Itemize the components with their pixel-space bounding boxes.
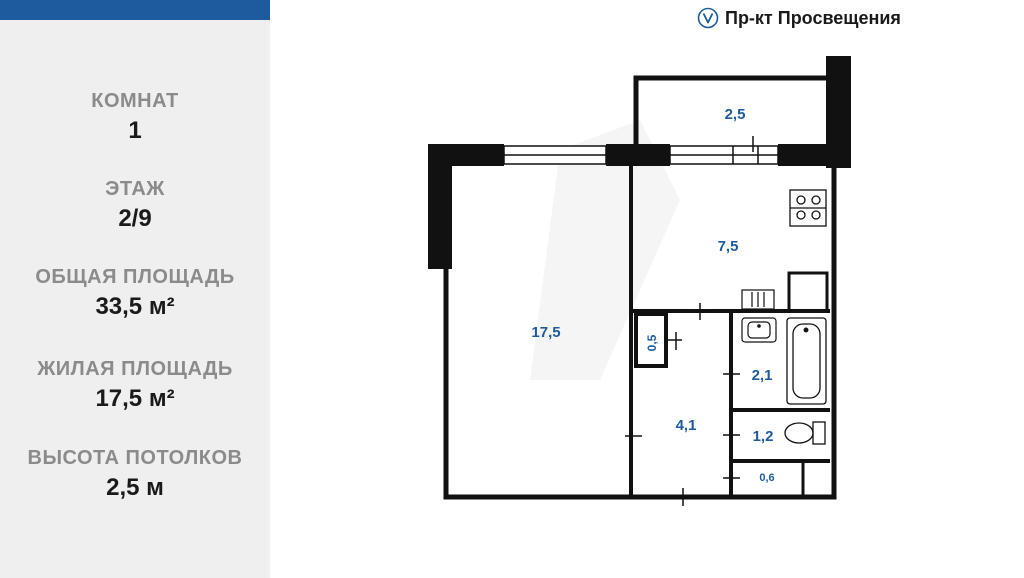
metro-station: Пр-кт Просвещения	[697, 6, 901, 30]
stat-total-area: ОБЩАЯ ПЛОЩАДЬ 33,5 м²	[0, 266, 270, 321]
room-label-bathroom: 2,1	[752, 367, 773, 384]
stat-living-area-value: 17,5 м²	[95, 385, 175, 412]
stat-living-area-label: ЖИЛАЯ ПЛОЩАДЬ	[37, 358, 233, 380]
stat-rooms: КОМНАТ 1	[0, 90, 270, 145]
bathtub-icon	[786, 317, 827, 405]
kitchen-sink-icon	[741, 289, 775, 310]
room-label-living: 17,5	[531, 324, 560, 341]
stat-rooms-label: КОМНАТ	[91, 90, 179, 112]
metro-station-name: Пр-кт Просвещения	[725, 7, 901, 28]
sidebar-accent-bar	[0, 0, 270, 20]
stat-ceiling-height-value: 2,5 м	[106, 474, 164, 501]
stat-living-area: ЖИЛАЯ ПЛОЩАДЬ 17,5 м²	[0, 358, 270, 413]
stat-floor-value: 2/9	[118, 205, 152, 232]
windows	[503, 145, 779, 165]
room-label-kitchen: 7,5	[718, 238, 739, 255]
bathroom-sink-icon	[741, 317, 777, 343]
stat-ceiling-height: ВЫСОТА ПОТОЛКОВ 2,5 м	[0, 447, 270, 502]
toilet-icon	[784, 421, 826, 445]
info-sidebar: КОМНАТ 1 ЭТАЖ 2/9 ОБЩАЯ ПЛОЩАДЬ 33,5 м² …	[0, 0, 270, 578]
door-markers	[625, 136, 754, 506]
stat-ceiling-height-label: ВЫСОТА ПОТОЛКОВ	[27, 447, 243, 469]
room-label-toilet: 1,2	[753, 428, 774, 445]
room-label-storage: 0,6	[759, 472, 774, 484]
stat-floor: ЭТАЖ 2/9	[0, 178, 270, 233]
room-label-balcony: 2,5	[725, 106, 746, 123]
watermark	[530, 120, 680, 380]
stat-total-area-value: 33,5 м²	[95, 293, 175, 320]
stove-icon	[789, 189, 827, 227]
thin-walls	[443, 75, 837, 500]
room-label-closet: 0,5	[645, 334, 659, 351]
room-label-hall: 4,1	[676, 417, 697, 434]
stat-rooms-value: 1	[128, 117, 142, 144]
stat-floor-label: ЭТАЖ	[105, 178, 165, 200]
stat-total-area-label: ОБЩАЯ ПЛОЩАДЬ	[35, 266, 235, 288]
metro-icon	[697, 7, 719, 29]
